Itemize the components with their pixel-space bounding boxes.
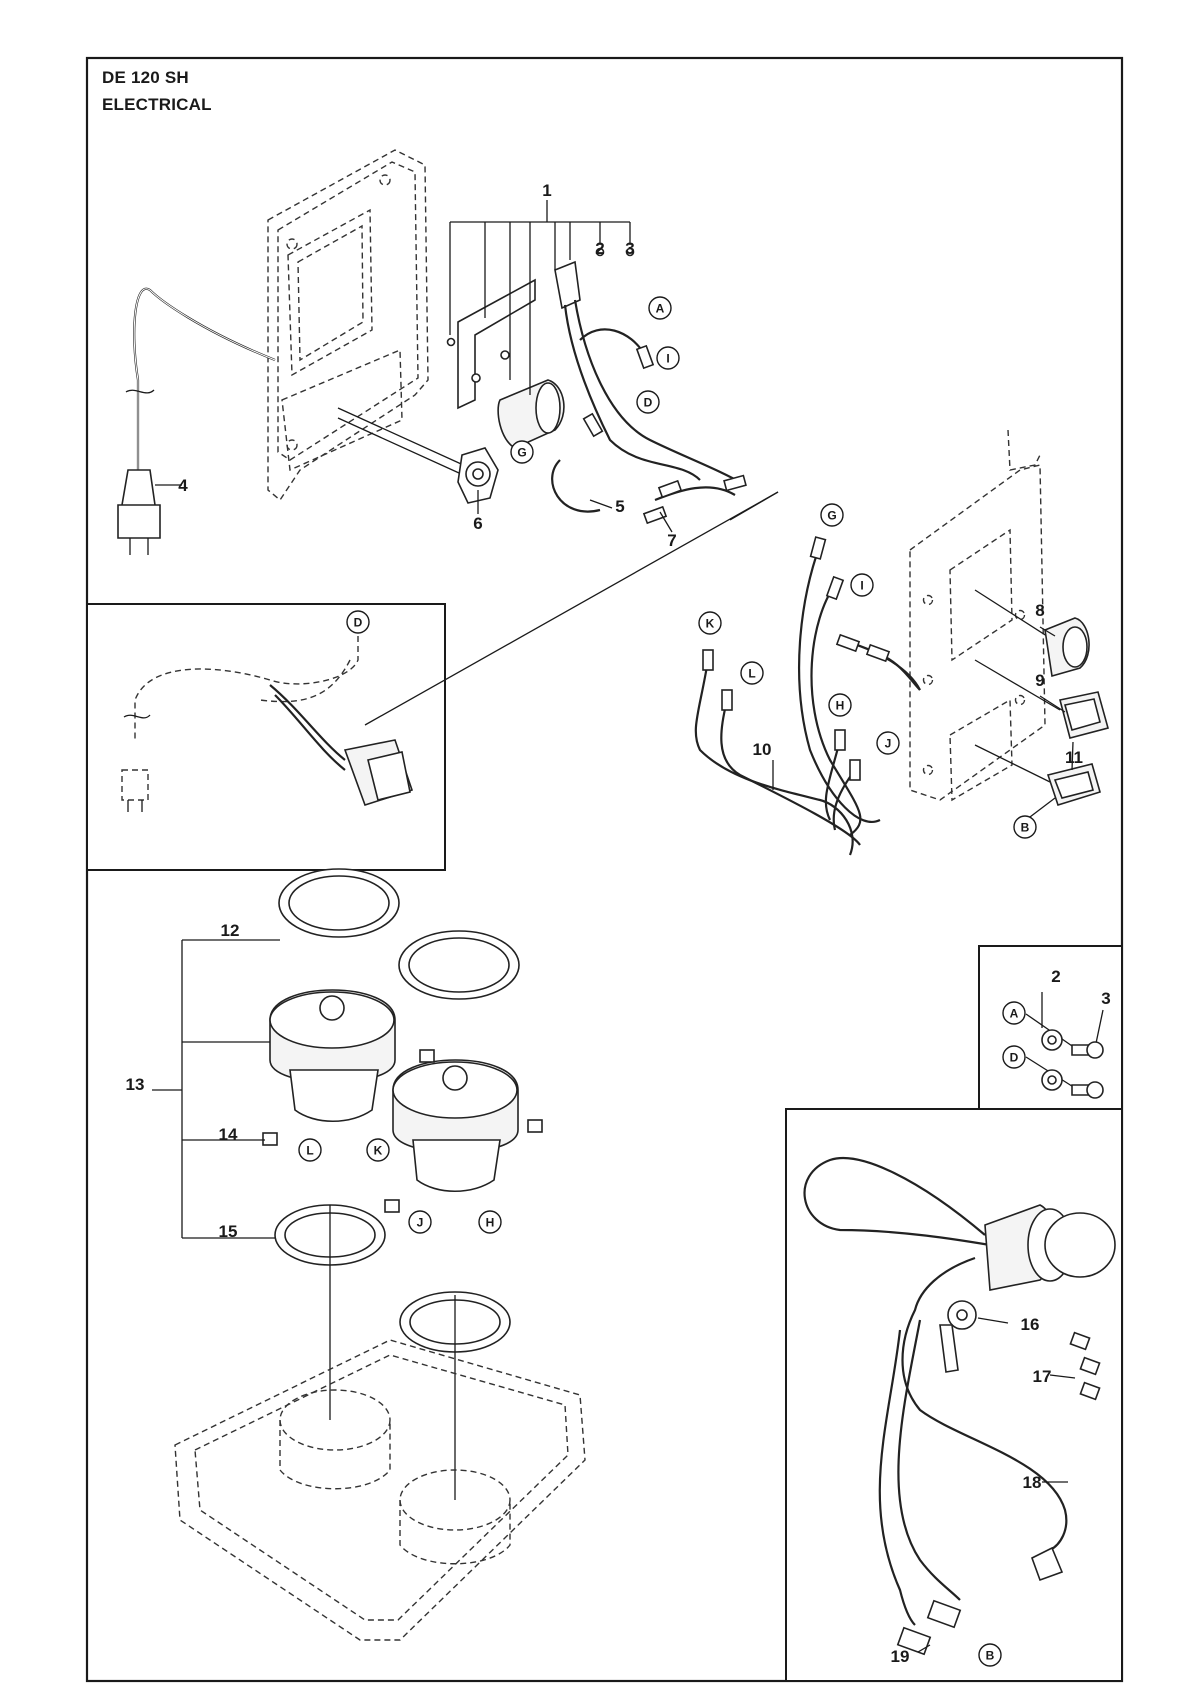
part-number-1: 1 [542,181,551,200]
upper-housing-panel [267,149,429,502]
diagram-title-model: DE 120 SH [102,68,189,87]
part-number-15: 15 [219,1222,238,1241]
connector-label-k-harness: K [706,617,715,631]
connector-label-d-screw: D [1010,1051,1019,1065]
part-number-2: 2 [595,239,604,258]
inset-power-switch [121,636,414,812]
part-number-19: 19 [891,1647,910,1666]
inset-part-number-2: 2 [1051,967,1060,986]
connector-label-b-cable: B [986,1649,995,1663]
connector-label-h-top: I [666,352,669,366]
part-number-3: 3 [625,239,634,258]
motor-assembly [262,868,543,1500]
part-number-14: 14 [219,1125,238,1144]
connector-label-j-harness: J [885,737,892,751]
connector-label-l-motor: L [306,1144,313,1158]
connector-label-g-top: G [517,446,526,460]
part-number-4: 4 [178,476,188,495]
connector-label-j-motor: J [417,1216,424,1230]
connector-label-b-panel: B [1021,821,1030,835]
power-cord-with-plug [117,287,276,555]
frame [85,56,1124,1683]
connector-label-a-inset: A [1010,1007,1019,1021]
part-number-7: 7 [667,531,676,550]
leader-lines [155,484,1076,1653]
part-13-bracket [152,939,280,1239]
part-number-12: 12 [221,921,240,940]
part-number-13: 13 [126,1075,145,1094]
connector-label-i-motor: H [486,1216,495,1230]
inset-lamp-cable [803,1157,1116,1656]
part-number-18: 18 [1023,1473,1042,1492]
connector-label-k-motor: K [374,1144,383,1158]
connector-label-l-harness: L [748,667,755,681]
motor-base-housing [174,1339,586,1641]
part-number-11: 11 [1065,748,1083,767]
connector-label-a-top: A [656,302,665,316]
connector-markers: A I D G D G I K L H J B A D L K J H B [298,296,1037,1667]
part-number-labels: 1 2 3 4 5 6 7 8 9 10 11 12 13 14 15 16 1… [126,181,1111,1666]
part-number-9: 9 [1035,671,1044,690]
part-number-16: 16 [1021,1315,1040,1334]
part-1-bracket [449,200,631,395]
wiring-harness [694,536,921,856]
inset-part-number-3: 3 [1101,989,1110,1008]
connector-label-i-harness: H [836,699,845,713]
mounting-bracket-capacitor [364,247,779,726]
part-number-5: 5 [615,497,624,516]
diagram-title-section: ELECTRICAL [102,95,212,114]
part-number-17: 17 [1033,1367,1052,1386]
connector-label-d-inset: D [354,616,363,630]
part-number-10: 10 [753,740,772,759]
connector-label-d-top: D [644,396,653,410]
inset-screws [1025,992,1104,1099]
control-panel [909,429,1109,806]
cable-gland-assembly [337,407,499,504]
part-number-8: 8 [1035,601,1044,620]
connector-label-h-harness: I [860,579,863,593]
connector-label-g-harness: G [827,509,836,523]
part-number-6: 6 [473,514,482,533]
